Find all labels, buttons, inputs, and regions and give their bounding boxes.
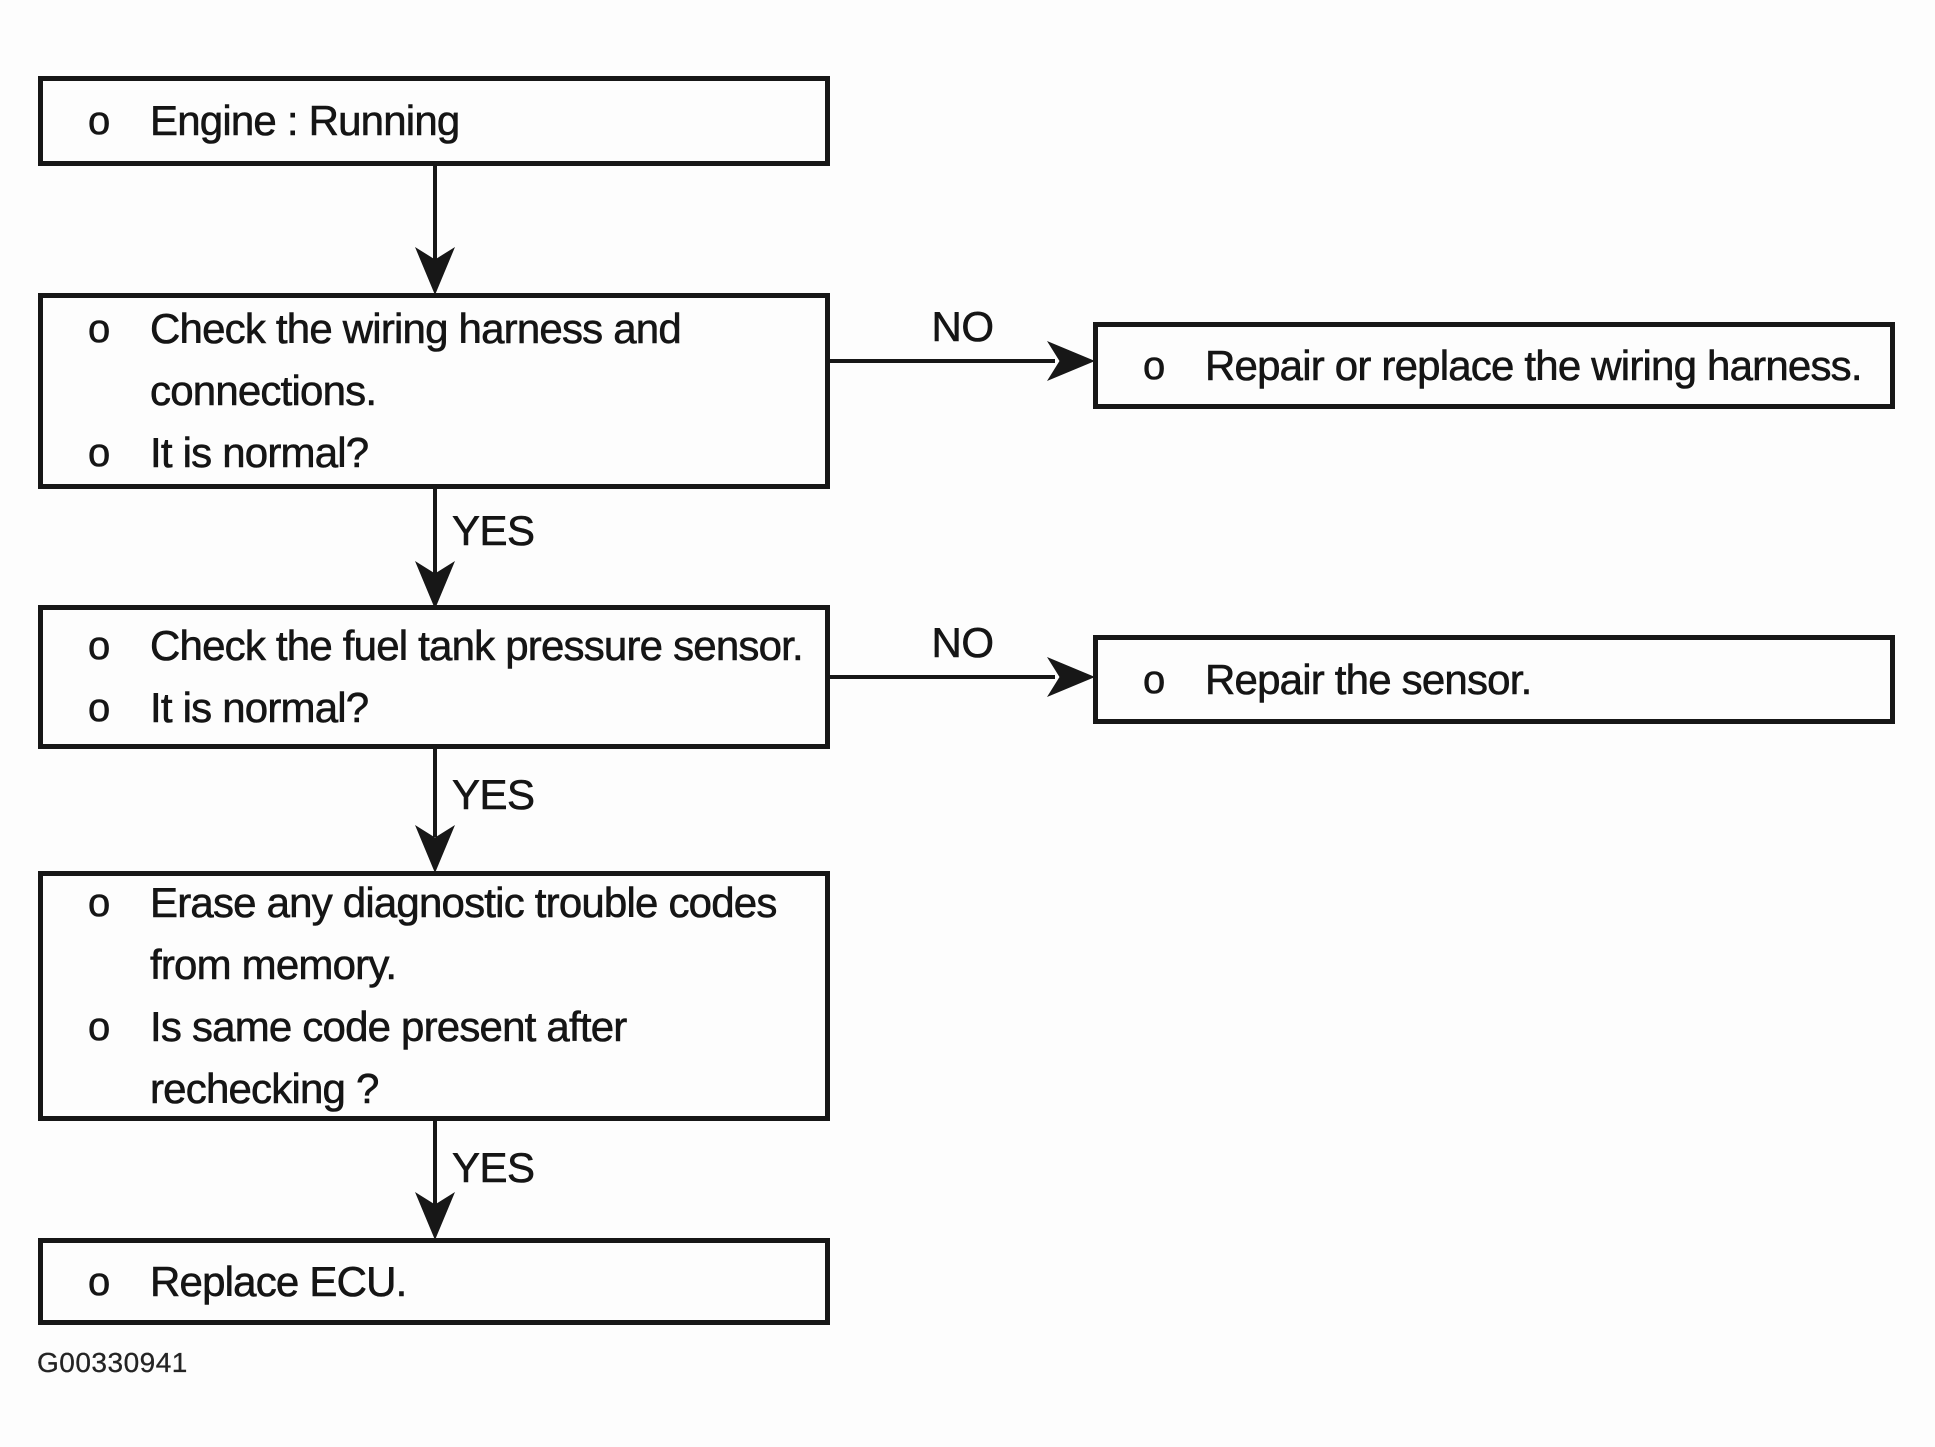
edge-label-yes-3: YES	[452, 1144, 536, 1191]
node-text: Repair the sensor.	[1205, 655, 1533, 703]
bullet-item: o Erase any diagnostic trouble codes fro…	[88, 872, 817, 996]
node-erase-trouble-codes: o Erase any diagnostic trouble codes fro…	[38, 871, 830, 1121]
node-text: Repair or replace the wiring harness.	[1205, 341, 1863, 389]
node-text: It is normal?	[150, 684, 370, 732]
connector-line	[433, 1121, 437, 1209]
node-repair-sensor: o Repair the sensor.	[1093, 635, 1895, 724]
bullet-item: o Repair the sensor.	[1143, 649, 1882, 711]
connector-line	[830, 359, 1055, 363]
node-text: Is same code present after	[150, 1003, 628, 1051]
bullet-marker: o	[88, 307, 111, 352]
node-text: It is normal?	[150, 429, 370, 477]
node-replace-ecu: o Replace ECU.	[38, 1238, 830, 1325]
node-text: Erase any diagnostic trouble codes	[150, 879, 778, 927]
bullet-item: o Replace ECU.	[88, 1251, 817, 1313]
node-text: Check the fuel tank pressure sensor.	[150, 622, 804, 670]
bullet-marker: o	[88, 881, 111, 926]
bullet-marker: o	[88, 1005, 111, 1050]
node-check-fuel-tank-pressure-sensor: o Check the fuel tank pressure sensor. o…	[38, 605, 830, 749]
bullet-marker: o	[88, 624, 111, 669]
bullet-item: o Is same code present after rechecking …	[88, 996, 817, 1120]
node-text: from memory.	[150, 941, 398, 989]
connector-line	[433, 749, 437, 837]
bullet-marker: o	[88, 431, 111, 476]
edge-label-no-1: NO	[931, 303, 994, 350]
edge-label-yes-2: YES	[452, 771, 536, 818]
bullet-item: o Repair or replace the wiring harness.	[1143, 335, 1882, 397]
edge-label-yes-1: YES	[452, 507, 536, 554]
node-text: Engine : Running	[150, 97, 461, 145]
node-text: Check the wiring harness and	[150, 305, 682, 353]
figure-id-caption: G00330941	[37, 1347, 188, 1378]
bullet-marker: o	[1143, 657, 1166, 702]
node-text: connections.	[150, 367, 378, 415]
bullet-item: o Check the wiring harness and connectio…	[88, 298, 817, 422]
connector-line	[433, 166, 437, 262]
bullet-marker: o	[1143, 343, 1166, 388]
bullet-item: o It is normal?	[88, 677, 817, 739]
bullet-marker: o	[88, 686, 111, 731]
bullet-item: o Check the fuel tank pressure sensor.	[88, 615, 817, 677]
bullet-item: o Engine : Running	[88, 90, 817, 152]
bullet-marker: o	[88, 1259, 111, 1304]
connector-line	[830, 675, 1055, 679]
bullet-item: o It is normal?	[88, 422, 817, 484]
node-text: Replace ECU.	[150, 1257, 408, 1305]
node-check-wiring-harness: o Check the wiring harness and connectio…	[38, 293, 830, 489]
bullet-marker: o	[88, 99, 111, 144]
node-text: rechecking ?	[150, 1065, 380, 1113]
edge-label-no-2: NO	[931, 619, 994, 666]
node-engine-running: o Engine : Running	[38, 76, 830, 166]
node-repair-wiring-harness: o Repair or replace the wiring harness.	[1093, 322, 1895, 409]
connector-line	[433, 489, 437, 579]
